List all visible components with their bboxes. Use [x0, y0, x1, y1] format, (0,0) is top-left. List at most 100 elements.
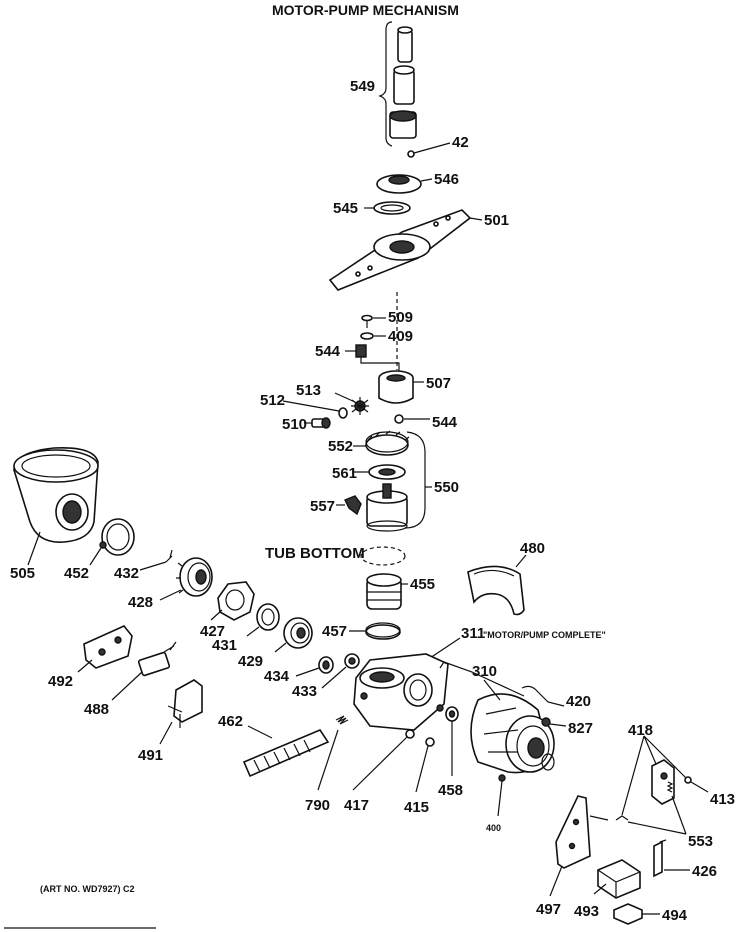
leader-310: [483, 679, 501, 701]
part-433-bearing: [321, 653, 360, 689]
label-494: 494: [662, 907, 688, 924]
part-413-screw: [684, 776, 709, 793]
part-417-washer: [352, 729, 415, 791]
part-552-gear: [353, 430, 410, 456]
label-544-upper: 544: [315, 343, 341, 360]
label-426: 426: [692, 863, 717, 880]
part-488-switch: [111, 641, 177, 701]
label-546: 546: [434, 171, 459, 188]
label-457: 457: [322, 623, 347, 640]
part-415-nut: [415, 737, 435, 793]
part-513-impeller: [334, 392, 369, 415]
label-42: 42: [452, 134, 469, 151]
part-418-bracket: [615, 735, 687, 821]
label-505: 505: [10, 565, 35, 582]
label-452: 452: [64, 565, 89, 582]
label-480: 480: [520, 540, 545, 557]
part-455-filter: [366, 573, 408, 610]
leader-311: [429, 637, 461, 659]
tub-bottom-label: TUB BOTTOM: [265, 545, 365, 562]
part-431-ring: [246, 603, 280, 637]
part-462-shaft: [242, 725, 330, 778]
part-505-sump: [13, 446, 99, 566]
label-458: 458: [438, 782, 463, 799]
part-491-bracket: [159, 679, 203, 745]
label-544-lower: 544: [432, 414, 458, 431]
part-497-mounting-bracket: [549, 795, 609, 897]
label-427: 427: [200, 623, 225, 640]
tub-bottom-seal: [360, 546, 406, 566]
label-545: 545: [333, 200, 358, 217]
label-413: 413: [710, 791, 735, 808]
part-434-seal: [295, 656, 334, 677]
part-510-bolt: [304, 417, 331, 429]
part-546-cap: [376, 174, 433, 194]
part-426-clip: [653, 839, 690, 878]
label-311: 311: [461, 625, 485, 642]
part-420-wire: [521, 685, 565, 707]
part-549-spray-tower: [378, 21, 417, 147]
label-561: 561: [332, 465, 357, 482]
label-549: 549: [350, 78, 375, 95]
part-427-gasket: [210, 581, 255, 621]
label-557: 557: [310, 498, 335, 515]
label-790: 790: [305, 797, 330, 814]
label-415: 415: [404, 799, 429, 816]
label-462: 462: [218, 713, 243, 730]
label-827: 827: [568, 720, 593, 737]
part-494-grommet: [613, 903, 660, 925]
part-432-spring: [139, 549, 173, 571]
part-553-spring: [627, 795, 687, 835]
part-492-bracket: [77, 625, 133, 673]
label-417: 417: [344, 797, 369, 814]
label-492: 492: [48, 673, 73, 690]
label-429: 429: [238, 653, 263, 670]
part-motor: [439, 661, 555, 774]
part-544-upper-nut: [345, 344, 400, 371]
part-507-hub: [378, 370, 424, 404]
label-431: 431: [212, 637, 237, 654]
part-512-washer: [282, 400, 348, 419]
label-432: 432: [114, 565, 139, 582]
label-455: 455: [410, 576, 435, 593]
motor-pump-complete-callout: "MOTOR/PUMP COMPLETE": [483, 630, 606, 640]
part-545-ring: [364, 201, 411, 215]
part-493-cover: [593, 859, 641, 899]
label-550: 550: [434, 479, 459, 496]
label-501: 501: [484, 212, 509, 229]
label-552: 552: [328, 438, 353, 455]
label-507: 507: [426, 375, 451, 392]
part-827-clip: [541, 717, 567, 727]
label-428: 428: [128, 594, 153, 611]
part-550-housing: [366, 431, 432, 532]
part-457-clamp: [349, 622, 401, 640]
part-480-duct: [467, 554, 527, 616]
label-409: 409: [388, 328, 413, 345]
part-544-lower-nut: [394, 414, 430, 424]
part-pump-housing: [353, 653, 449, 731]
label-400: 400: [486, 823, 501, 833]
part-790-spring: [317, 715, 349, 791]
part-561-ring: [352, 464, 406, 480]
part-557-clip: [336, 495, 362, 516]
label-418: 418: [628, 722, 653, 739]
label-491: 491: [138, 747, 163, 764]
part-409-washer: [360, 332, 386, 340]
part-509-screw: [361, 314, 386, 328]
part-42-screw: [407, 142, 451, 158]
label-513: 513: [296, 382, 321, 399]
part-501-spray-arm: [328, 209, 483, 291]
label-493: 493: [574, 903, 599, 920]
part-429-cover: [274, 617, 313, 653]
label-553: 553: [688, 833, 713, 850]
label-488: 488: [84, 701, 109, 718]
art-number: (ART NO. WD7927) C2: [40, 884, 135, 894]
part-400-screw: [497, 774, 506, 817]
label-420: 420: [566, 693, 591, 710]
label-497: 497: [536, 901, 561, 918]
part-458-washer: [445, 706, 459, 776]
label-310: 310: [472, 663, 497, 680]
label-512: 512: [260, 392, 285, 409]
label-509: 509: [388, 309, 413, 326]
